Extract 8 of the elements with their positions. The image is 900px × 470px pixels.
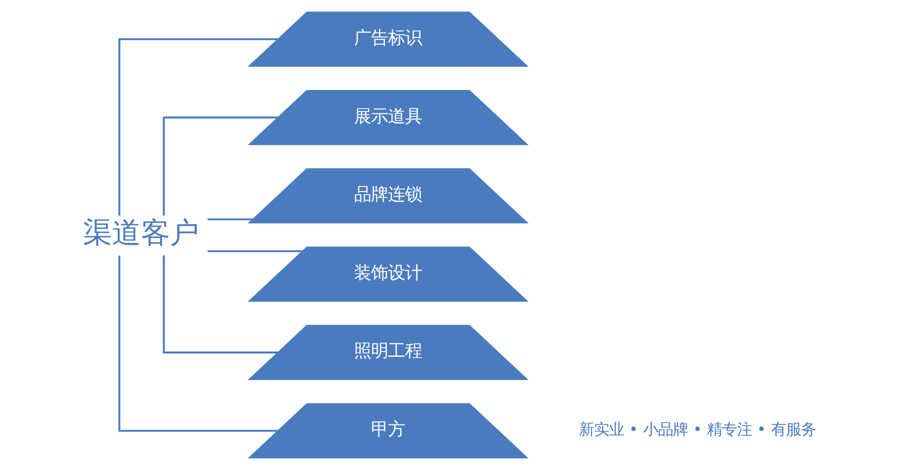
- connector: [118, 256, 278, 432]
- connector: [207, 250, 302, 252]
- connector: [162, 255, 278, 354]
- node-text: 渠道客户: [82, 216, 199, 250]
- connector: [162, 116, 278, 216]
- connector: [118, 38, 278, 216]
- connector: [207, 218, 252, 220]
- label: 新实业 • 小品牌 • 精专注 • 有服务: [578, 420, 816, 438]
